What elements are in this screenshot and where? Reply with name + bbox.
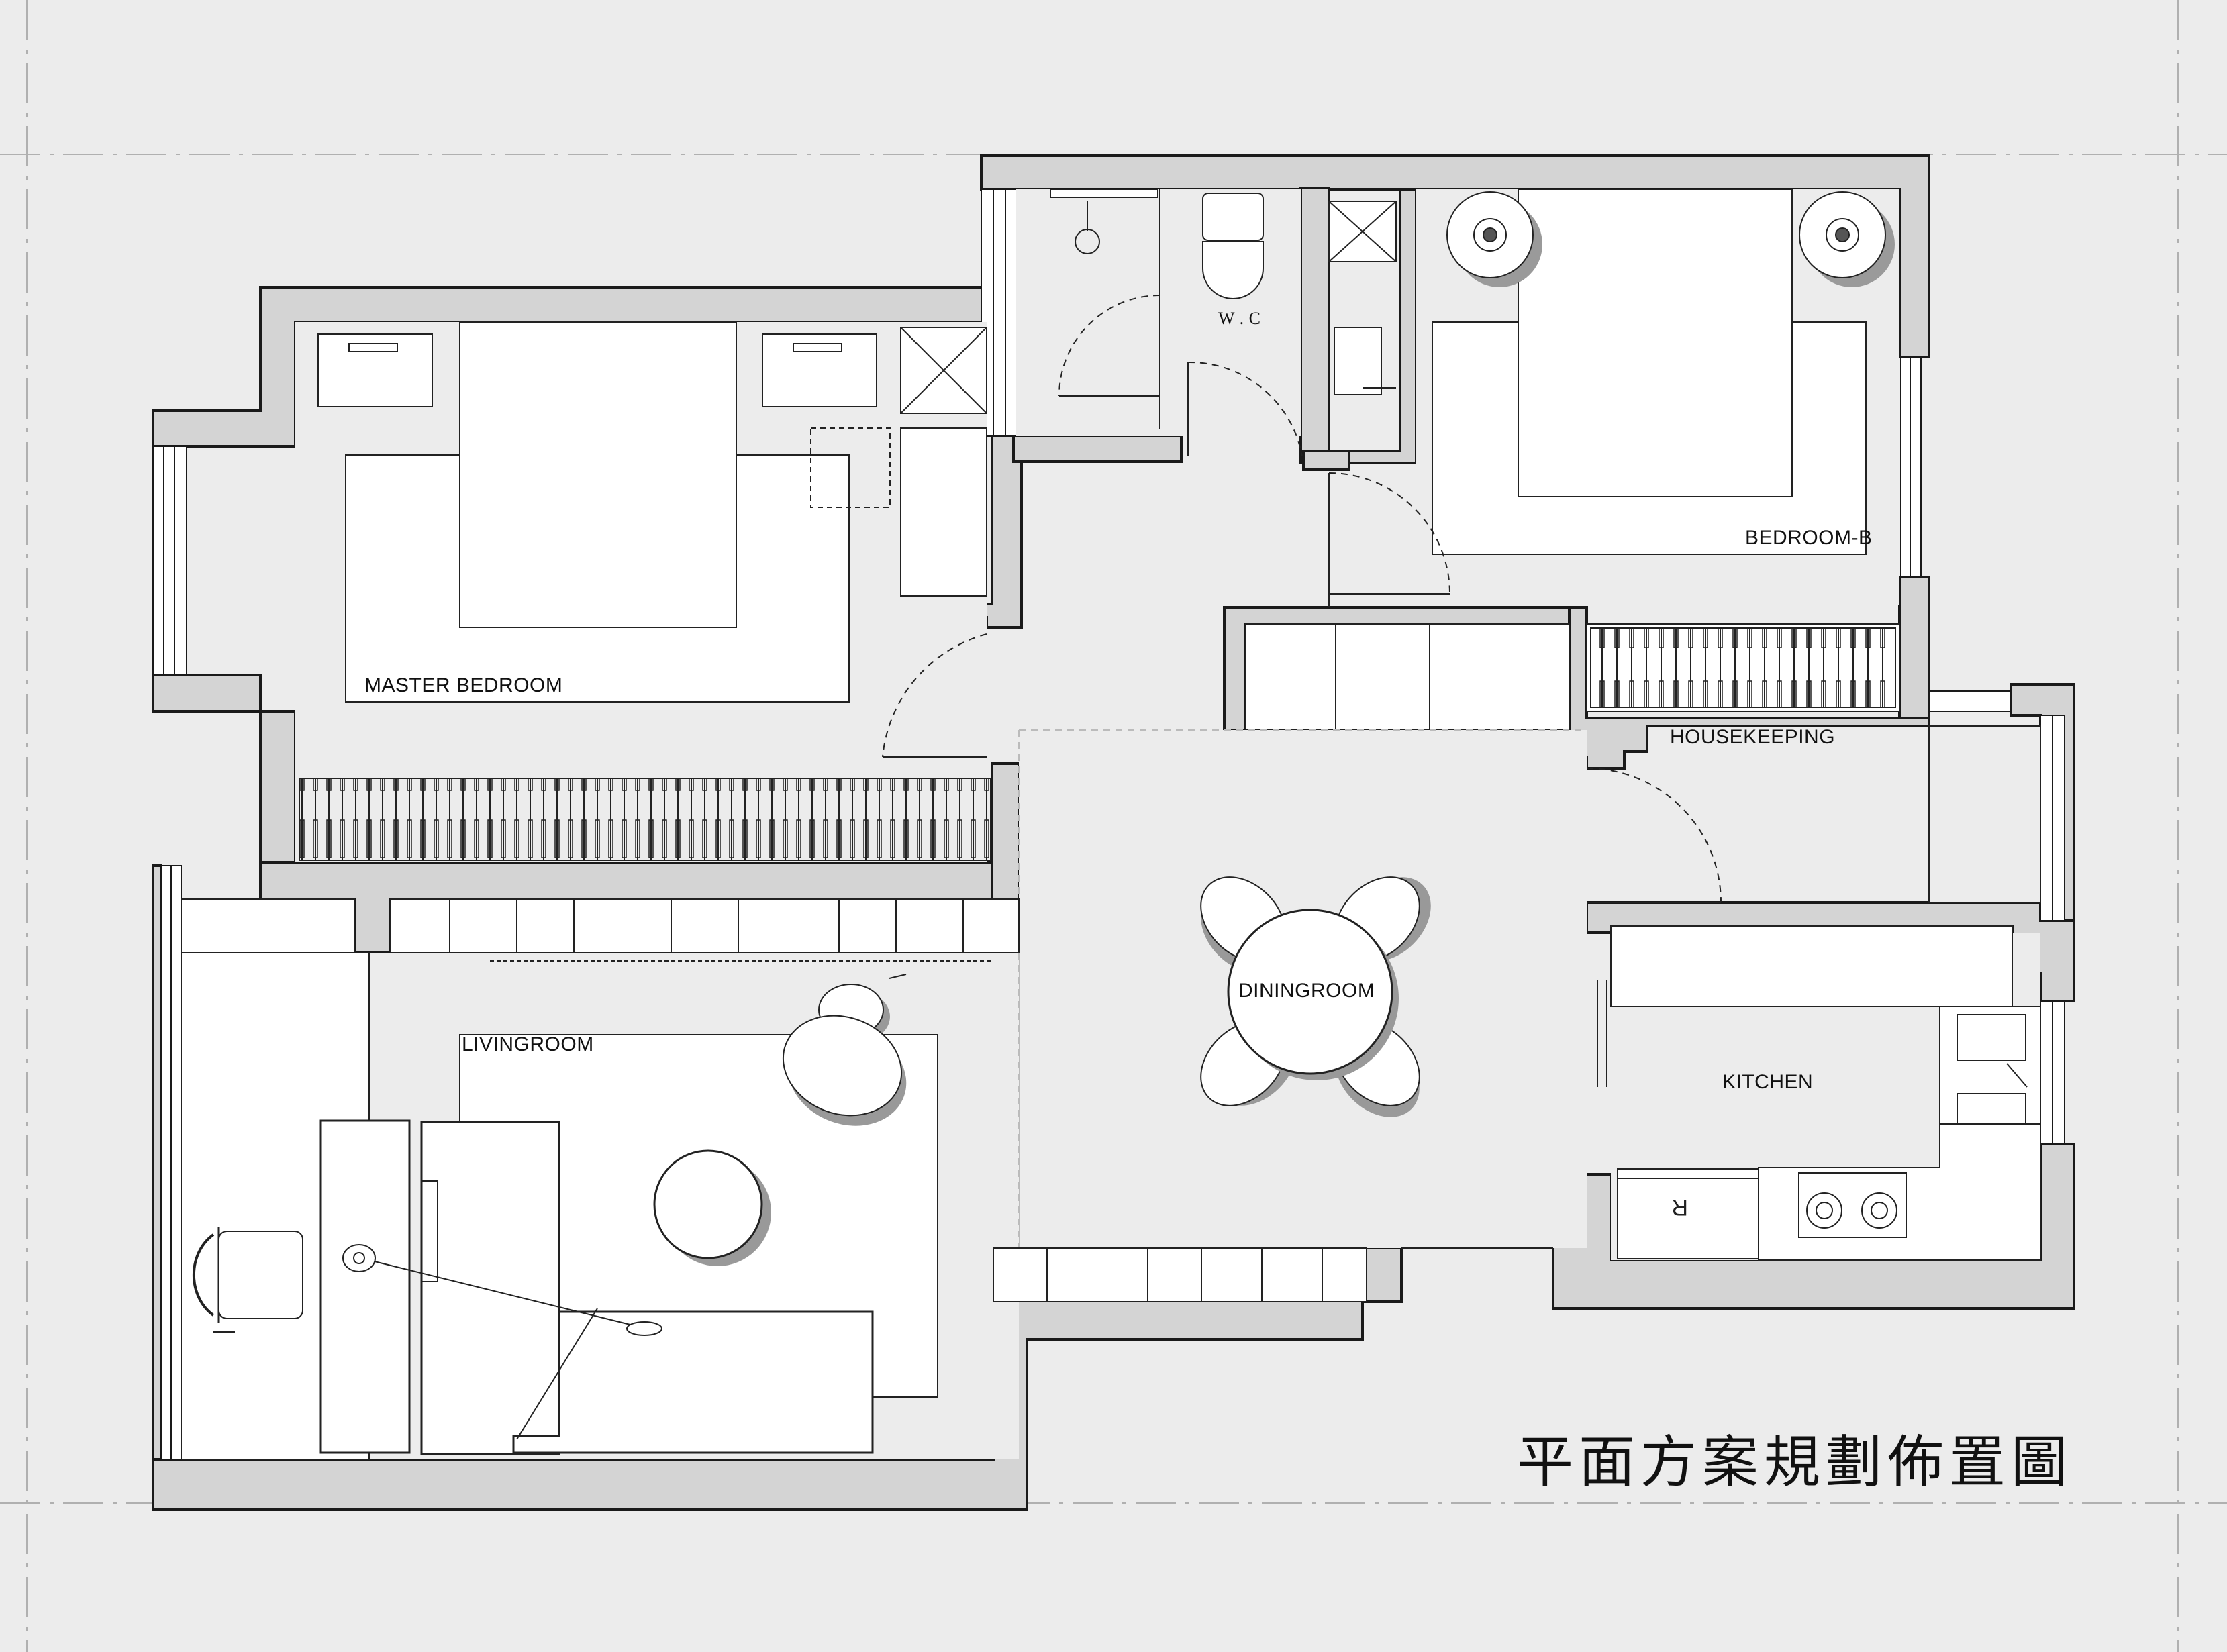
fridge-mark: R <box>1671 1194 1688 1220</box>
livingroom-label: LIVINGROOM <box>462 1033 594 1055</box>
bedroom-b-label: BEDROOM-B <box>1745 527 1873 549</box>
diningroom-label: DININGROOM <box>1238 980 1375 1002</box>
kitchen-label: KITCHEN <box>1722 1071 1814 1093</box>
bedroom-b <box>1328 189 1900 712</box>
plan-title: 平面方案規劃佈置圖 <box>1516 1429 2073 1495</box>
dining-area <box>1018 729 1587 1248</box>
wc-label: W . C <box>1218 309 1261 328</box>
master-bedroom-label: MASTER BEDROOM <box>364 674 563 696</box>
housekeeping-cabinets <box>1245 623 1570 731</box>
living-area <box>181 898 1020 1460</box>
wc-area <box>1016 189 1397 457</box>
dining-cabinets <box>993 1247 1553 1302</box>
housekeeping-label: HOUSEKEEPING <box>1670 726 1836 748</box>
master-bedroom <box>295 321 991 862</box>
kitchen <box>1586 725 2041 1261</box>
